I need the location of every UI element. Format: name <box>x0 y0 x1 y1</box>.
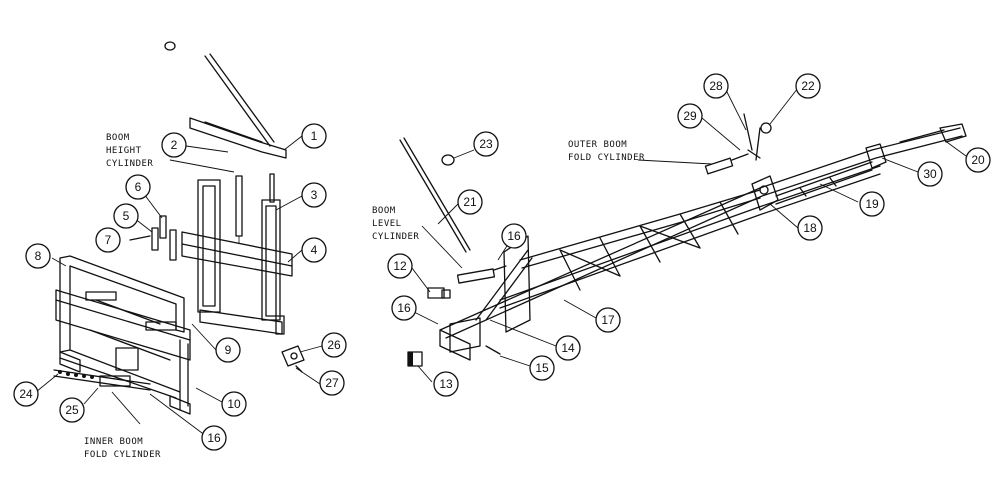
label-boom-height-cylinder: BOOM HEIGHT CYLINDER <box>106 133 153 169</box>
svg-text:16: 16 <box>397 301 411 315</box>
main-frame <box>55 255 191 415</box>
small-brackets <box>129 215 177 261</box>
boom-level-cylinder-part <box>399 137 507 284</box>
callout-22: 22 <box>795 73 821 99</box>
mast-assembly <box>181 173 293 335</box>
small-fittings <box>407 287 501 367</box>
leader-lines <box>35 87 967 437</box>
callout-9: 9 <box>215 337 241 363</box>
callout-20: 20 <box>965 147 991 173</box>
svg-text:1: 1 <box>311 129 318 143</box>
label-outer-boom-fold-cylinder: OUTER BOOM FOLD CYLINDER <box>568 140 645 163</box>
callout-26: 26 <box>321 332 347 358</box>
svg-text:2: 2 <box>171 138 178 152</box>
callout-7: 7 <box>95 227 121 253</box>
callout-29: 29 <box>677 103 703 129</box>
callout-23: 23 <box>473 131 499 157</box>
svg-text:9: 9 <box>225 343 232 357</box>
callout-10: 10 <box>221 391 247 417</box>
svg-text:25: 25 <box>65 403 79 417</box>
svg-text:21: 21 <box>463 195 477 209</box>
svg-text:16: 16 <box>207 431 221 445</box>
callout-8: 8 <box>25 243 51 269</box>
svg-text:BOOM: BOOM <box>372 206 396 216</box>
callout-4: 4 <box>301 237 327 263</box>
svg-text:10: 10 <box>227 397 241 411</box>
svg-text:HEIGHT: HEIGHT <box>106 146 142 156</box>
svg-text:FOLD CYLINDER: FOLD CYLINDER <box>84 450 161 460</box>
svg-text:27: 27 <box>325 376 339 390</box>
svg-text:FOLD CYLINDER: FOLD CYLINDER <box>568 153 645 163</box>
label-boom-level-cylinder: BOOM LEVEL CYLINDER <box>372 206 419 242</box>
callout-16-lower: 16 <box>391 295 417 321</box>
callout-28: 28 <box>703 73 729 99</box>
callout-13: 13 <box>433 371 459 397</box>
inner-boom-fold-cylinder-part <box>53 369 151 391</box>
label-inner-boom-fold-cylinder: INNER BOOM FOLD CYLINDER <box>84 437 161 460</box>
svg-text:26: 26 <box>327 338 341 352</box>
svg-text:4: 4 <box>311 243 318 257</box>
svg-text:13: 13 <box>439 377 453 391</box>
callout-16-upper: 16 <box>501 223 527 249</box>
callout-1: 1 <box>301 123 327 149</box>
callout-16-left: 16 <box>201 425 227 451</box>
callout-5: 5 <box>113 203 139 229</box>
svg-text:7: 7 <box>105 233 112 247</box>
svg-text:15: 15 <box>535 361 549 375</box>
callout-17: 17 <box>595 307 621 333</box>
svg-text:5: 5 <box>123 209 130 223</box>
svg-text:CYLINDER: CYLINDER <box>372 232 419 242</box>
svg-text:BOOM: BOOM <box>106 133 130 143</box>
svg-text:18: 18 <box>803 221 817 235</box>
callout-27: 27 <box>319 370 345 396</box>
svg-text:6: 6 <box>135 180 142 194</box>
outer-boom-fold-cylinder-part <box>704 113 772 175</box>
callout-21: 21 <box>457 189 483 215</box>
callout-12: 12 <box>387 253 413 279</box>
svg-text:CYLINDER: CYLINDER <box>106 159 153 169</box>
svg-text:17: 17 <box>601 313 615 327</box>
callout-30: 30 <box>917 161 943 187</box>
callout-6: 6 <box>125 174 151 200</box>
svg-text:23: 23 <box>479 137 493 151</box>
svg-text:30: 30 <box>923 167 937 181</box>
svg-text:8: 8 <box>35 249 42 263</box>
svg-text:16: 16 <box>507 229 521 243</box>
callout-19: 19 <box>859 191 885 217</box>
callout-25: 25 <box>59 397 85 423</box>
svg-text:24: 24 <box>19 387 33 401</box>
svg-text:14: 14 <box>561 341 575 355</box>
callout-2: 2 <box>161 132 187 158</box>
svg-text:20: 20 <box>971 153 985 167</box>
callout-15: 15 <box>529 355 555 381</box>
svg-text:19: 19 <box>865 197 879 211</box>
svg-text:28: 28 <box>709 79 723 93</box>
svg-text:3: 3 <box>311 188 318 202</box>
svg-text:INNER BOOM: INNER BOOM <box>84 437 143 447</box>
callout-24: 24 <box>13 381 39 407</box>
svg-text:29: 29 <box>683 109 697 123</box>
svg-text:OUTER BOOM: OUTER BOOM <box>568 140 627 150</box>
callout-14: 14 <box>555 335 581 361</box>
upper-link-arm <box>164 41 287 159</box>
svg-text:12: 12 <box>393 259 407 273</box>
callout-3: 3 <box>301 182 327 208</box>
svg-text:LEVEL: LEVEL <box>372 219 402 229</box>
mount-plate <box>281 345 305 373</box>
callout-18: 18 <box>797 215 823 241</box>
svg-text:22: 22 <box>801 79 815 93</box>
boom-truss <box>439 123 967 361</box>
